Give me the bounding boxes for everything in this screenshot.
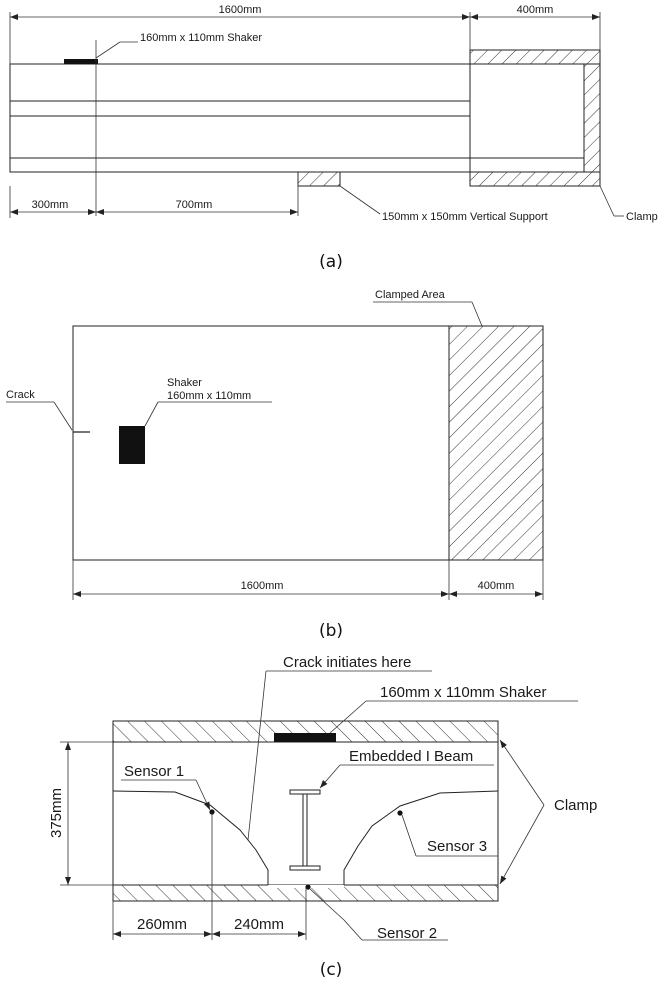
clamped-area-label: Clamped Area <box>375 289 446 301</box>
sensor-2-marker <box>305 884 311 890</box>
sensor-3-marker <box>397 810 403 816</box>
sensor-2-label: Sensor 2 <box>377 925 437 942</box>
dim-label-400-b: 400mm <box>478 580 515 592</box>
shaker-leader-c <box>329 700 367 734</box>
slab-profile-right <box>343 790 499 885</box>
caption-a: (a) <box>319 252 343 272</box>
clamp-leader-c-bottom <box>499 804 545 885</box>
slab-profile-left <box>112 790 269 885</box>
clamp-leader-a <box>599 185 615 217</box>
support-label: 150mm x 150mm Vertical Support <box>382 211 548 223</box>
sensor-3-leader <box>401 814 417 857</box>
clamp-region-a <box>469 49 601 187</box>
ibeam-label: Embedded I Beam <box>349 748 473 765</box>
crack-leader-c <box>247 670 267 841</box>
sensor-3-label: Sensor 3 <box>427 838 487 855</box>
dim-label-375: 375mm <box>48 788 65 838</box>
panel-c: 160mm x 110mm Shaker Crack initiates her… <box>48 654 597 980</box>
dim-label-240: 240mm <box>234 916 284 933</box>
panel-a: 1600mm 400mm 160mm x 110mm Shak <box>9 4 658 272</box>
sensor-2-leader <box>309 888 345 921</box>
clamped-area-b <box>448 325 544 561</box>
dim-label-400: 400mm <box>517 4 554 16</box>
dim-label-1600-b: 1600mm <box>241 580 284 592</box>
caption-b: (b) <box>319 621 343 641</box>
vertical-support <box>297 171 341 187</box>
shaker-label-a: 160mm x 110mm Shaker <box>140 32 262 44</box>
dimension-260mm: 260mm <box>113 916 212 937</box>
support-leader <box>339 185 381 215</box>
dimension-375mm: 375mm <box>48 742 71 885</box>
shaker-block-b <box>119 426 145 464</box>
crack-label-b: Crack <box>6 389 35 401</box>
dimension-700mm: 700mm <box>96 199 298 215</box>
shaker-block-a <box>64 59 98 64</box>
clamp-leader-c-top <box>499 739 545 806</box>
dim-label-1600: 1600mm <box>219 4 262 16</box>
shaker-block-c <box>274 733 336 742</box>
clamp-label-a: Clamp <box>626 211 658 223</box>
crack-label-c: Crack initiates here <box>283 654 411 671</box>
dim-label-700: 700mm <box>176 199 213 211</box>
dimension-400mm-top: 400mm <box>470 4 601 50</box>
dimension-400mm-b: 400mm <box>449 580 543 597</box>
shaker-leader-b <box>144 401 159 427</box>
dimension-240mm: 240mm <box>212 916 306 937</box>
embedded-i-beam <box>289 789 321 871</box>
clamped-area-leader <box>471 301 483 327</box>
sensor-1-leader <box>195 779 211 811</box>
dimension-300mm: 300mm <box>10 199 96 215</box>
shaker-label-b-line2: 160mm x 110mm <box>167 390 251 402</box>
shaker-leader-a <box>95 41 121 59</box>
dim-label-260: 260mm <box>137 916 187 933</box>
clamp-label-c: Clamp <box>554 797 597 814</box>
ibeam-leader <box>319 764 341 789</box>
crack-leader-b <box>53 401 73 431</box>
shaker-label-c: 160mm x 110mm Shaker <box>380 684 546 701</box>
sensor-1-label: Sensor 1 <box>124 763 184 780</box>
shaker-label-b-line1: Shaker <box>167 377 202 389</box>
caption-c: (c) <box>320 960 343 980</box>
dim-label-300: 300mm <box>32 199 69 211</box>
beam-side-view <box>9 63 585 186</box>
dimension-1600mm-b: 1600mm <box>73 580 449 597</box>
panel-b: Clamped Area Crack Shaker 160mm x 110mm … <box>6 289 544 641</box>
